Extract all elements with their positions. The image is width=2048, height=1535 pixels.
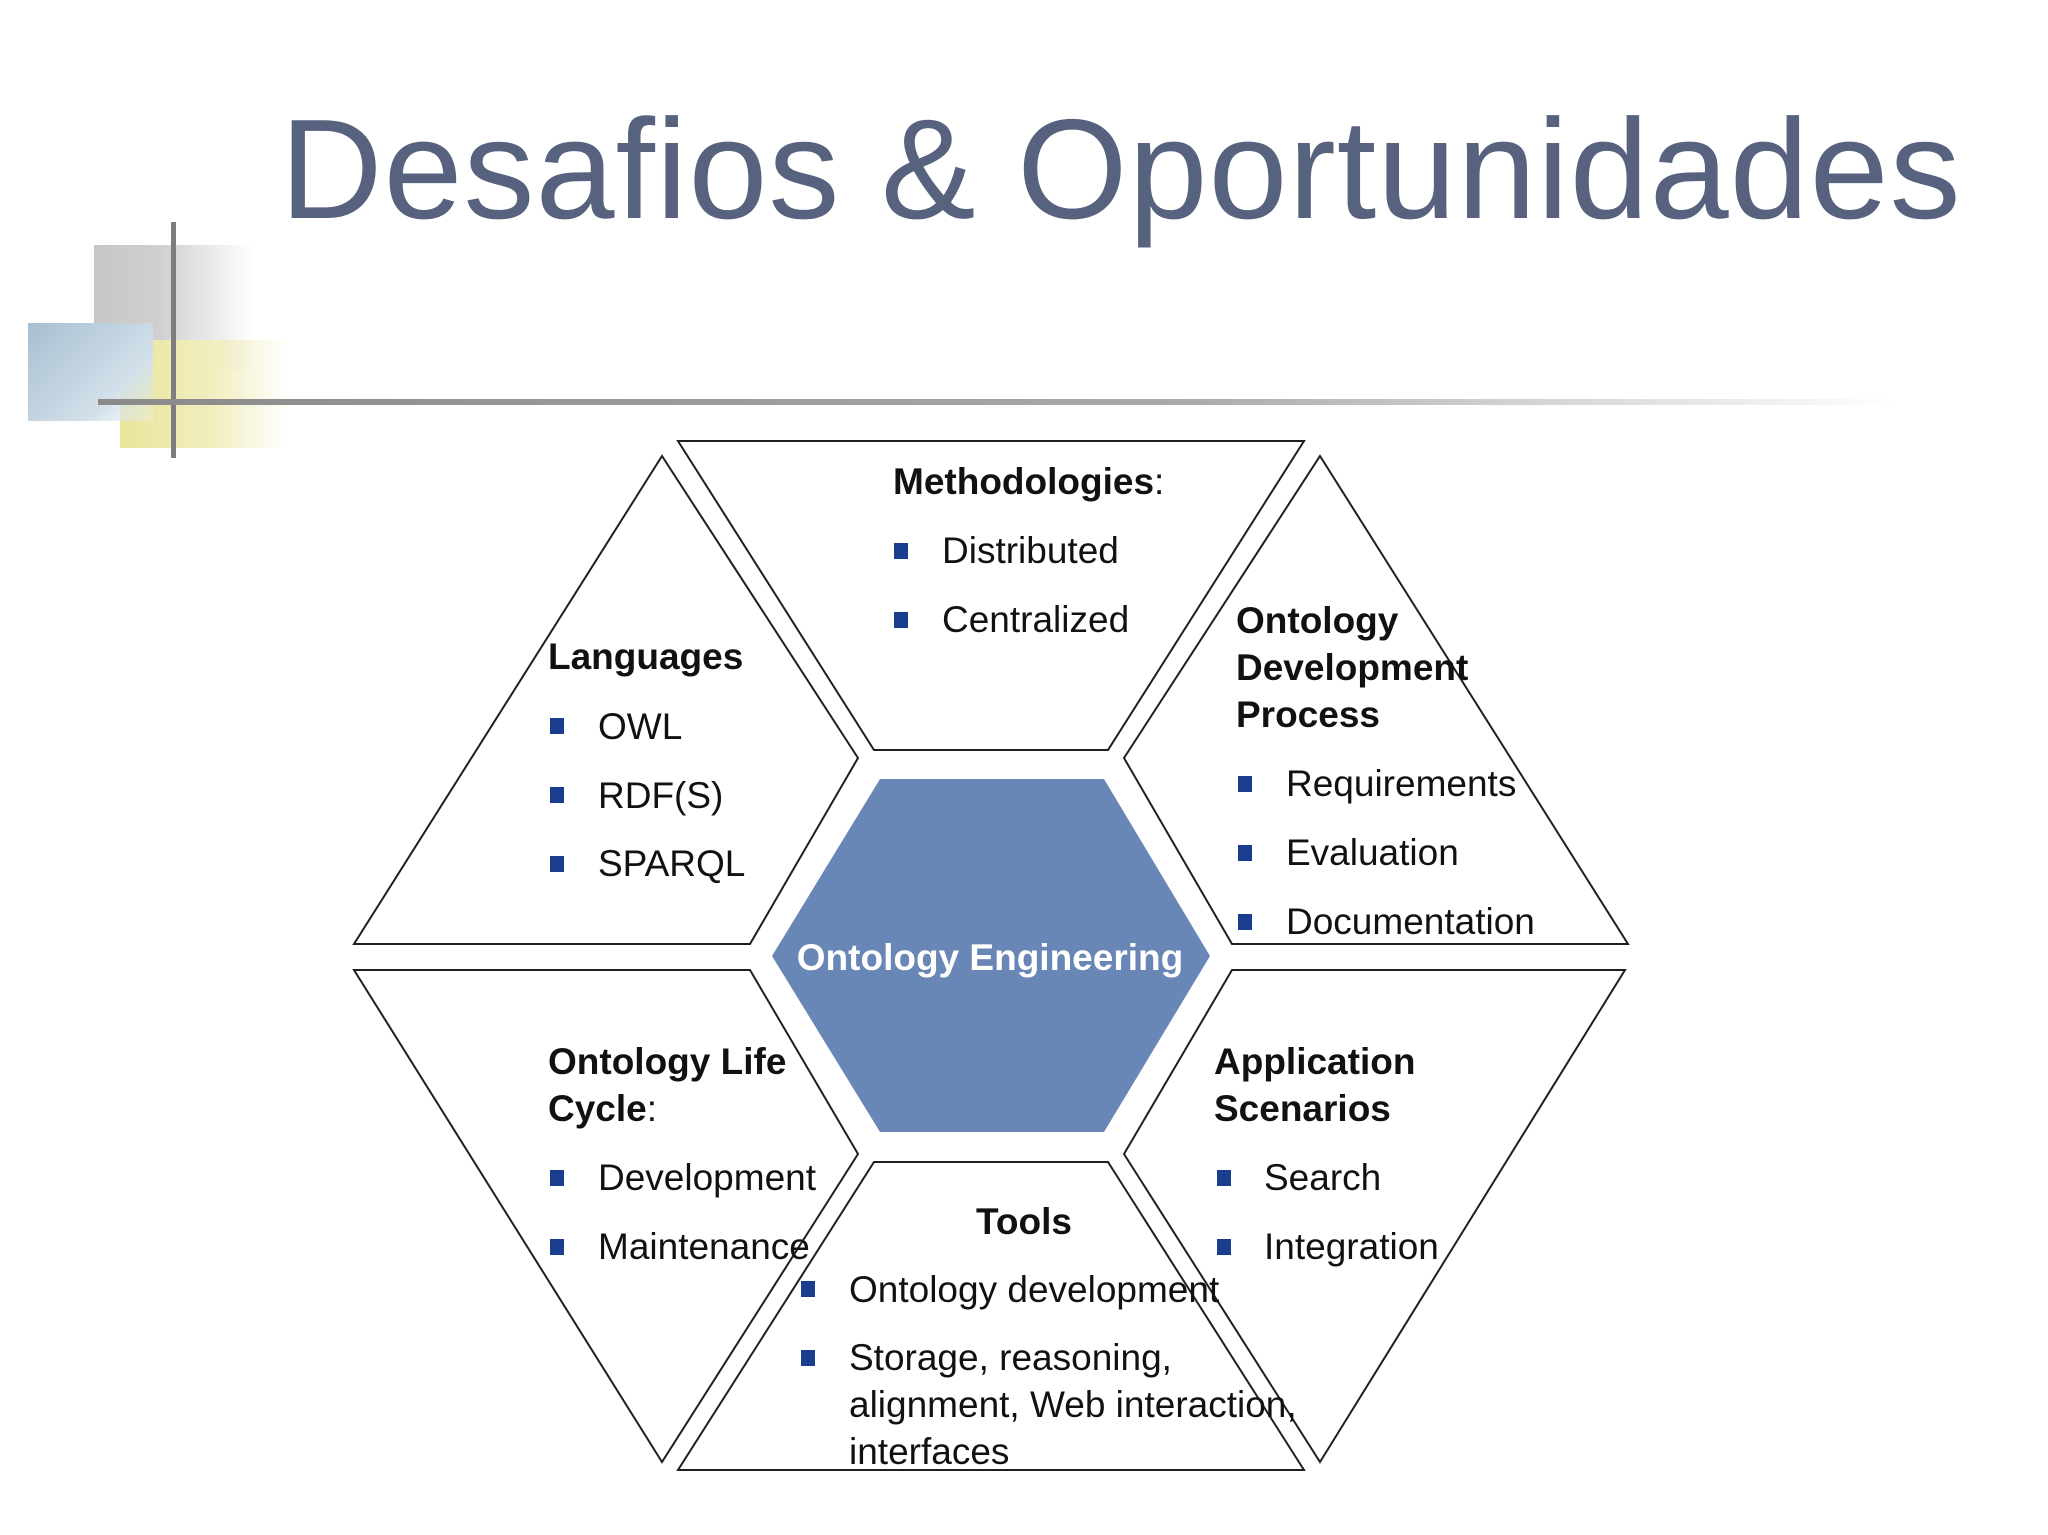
segment-dev-process <box>1122 454 1630 945</box>
dev-process-item: Evaluation <box>1286 832 1459 873</box>
tools-item-line: alignment, Web interaction, <box>849 1384 1297 1425</box>
scenarios-item: Integration <box>1264 1226 1439 1267</box>
dev-process-item: Requirements <box>1286 763 1516 804</box>
decor-vertical-rule <box>171 222 176 458</box>
bullet-icon <box>1238 914 1252 930</box>
languages-item: SPARQL <box>598 843 745 884</box>
center-label: Ontology Engineering <box>797 937 1183 978</box>
life-cycle-item: Development <box>598 1157 817 1198</box>
dev-process-heading-line: Ontology <box>1236 600 1399 641</box>
bullet-icon <box>1238 845 1252 861</box>
dev-process-item: Documentation <box>1286 901 1535 942</box>
bullet-icon <box>550 718 564 734</box>
dev-process-heading-line: Development <box>1236 647 1468 688</box>
bullet-icon <box>550 856 564 872</box>
life-cycle-heading-line: Ontology Life <box>548 1041 786 1082</box>
scenarios-heading-line: Scenarios <box>1214 1088 1391 1129</box>
tools-heading: Tools <box>976 1201 1072 1242</box>
languages-item: RDF(S) <box>598 775 723 816</box>
bullet-icon <box>1217 1239 1231 1255</box>
scenarios-item: Search <box>1264 1157 1381 1198</box>
bullet-icon <box>894 543 908 559</box>
bullet-icon <box>894 612 908 628</box>
segment-life-cycle <box>352 969 860 1464</box>
languages-heading: Languages <box>548 636 743 677</box>
dev-process-heading-line: Process <box>1236 694 1380 735</box>
segment-tools <box>676 1161 1306 1471</box>
bullet-icon <box>801 1350 815 1366</box>
methodologies-heading: Methodologies: <box>893 461 1164 502</box>
segment-scenarios <box>1122 969 1627 1464</box>
bullet-icon <box>1238 776 1252 792</box>
segment-languages <box>352 454 860 945</box>
methodologies-item: Centralized <box>942 599 1129 640</box>
bullet-icon <box>550 1170 564 1186</box>
decor-horizontal-rule <box>98 399 1898 405</box>
methodologies-item: Distributed <box>942 530 1119 571</box>
bullet-icon <box>550 787 564 803</box>
bullet-icon <box>1217 1170 1231 1186</box>
tools-item: Ontology development <box>849 1269 1220 1310</box>
life-cycle-item: Maintenance <box>598 1226 810 1267</box>
bullet-icon <box>801 1281 815 1297</box>
tools-item-line: Storage, reasoning, <box>849 1337 1172 1378</box>
page-title: Desafios & Oportunidades <box>280 90 1962 249</box>
bullet-icon <box>550 1239 564 1255</box>
languages-item: OWL <box>598 706 682 747</box>
tools-item-line: interfaces <box>849 1431 1009 1472</box>
segment-methodologies <box>676 440 1306 751</box>
scenarios-heading-line: Application <box>1214 1041 1415 1082</box>
center-hexagon <box>772 779 1210 1132</box>
life-cycle-heading-line: Cycle: <box>548 1088 657 1129</box>
